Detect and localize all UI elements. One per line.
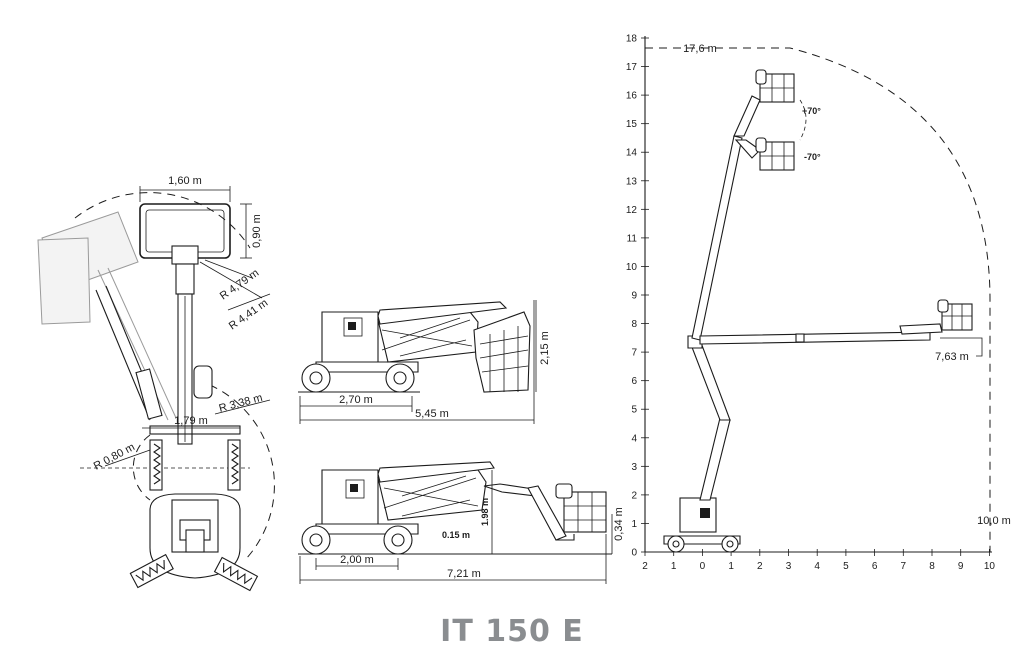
stowed-chassis [321,311,379,363]
x-tick-label: 1 [728,561,734,572]
x-tick-label: 7 [901,561,907,572]
swing-arc-tail [209,384,275,561]
side-wheel [193,365,213,399]
rotated-boom [95,289,151,421]
main-boom-horizontal [699,331,931,345]
x-tick-label: 10 [984,561,996,572]
range-wheel-front [721,535,739,553]
y-tick-label: 3 [631,462,637,473]
x-tick-label: 0 [700,561,706,572]
side-view-stowed: 2,70 m 5,45 m 2,15 m [298,300,551,424]
tyre-left-rear [129,553,174,589]
x-tick-label: 2 [757,561,763,572]
x-tick-label: 5 [843,561,849,572]
swing-arc-inner [132,434,151,501]
y-tick-label: 7 [631,348,637,359]
y-tick-label: 8 [631,319,637,330]
dim-platform-width: 1,60 m [168,175,202,187]
x-tick-label: 4 [814,561,820,572]
side-view-jib: 2,00 m 7,21 m 0.15 m 1.98 m 0,34 m [298,461,625,584]
top-view: 1,60 m 0,90 m R 4,79 m R 4,41 m R 3,38 m… [37,175,275,592]
y-tick-label: 17 [626,62,638,73]
y-tick-label: 2 [631,490,637,501]
model-title: IT 150 E [440,614,584,649]
y-tick-label: 16 [626,91,638,102]
y-tick-label: 15 [626,119,638,130]
y-tick-label: 18 [626,34,638,45]
dim-jib-clearance: 0.15 m [442,530,470,540]
dim-jib-wheelbase: 2,00 m [340,554,374,566]
label-max-height: 17,6 m [683,43,717,55]
stowed-wheel-front [385,363,415,393]
jib-basket [563,491,607,533]
dim-jib-length: 7,21 m [447,568,481,580]
dim-platform-depth: 0,90 m [251,214,263,248]
y-tick-label: 9 [631,291,637,302]
y-tick-label: 4 [631,433,637,444]
y-tick-label: 11 [627,233,638,244]
x-tick-label: 3 [786,561,792,572]
y-tick-label: 6 [631,376,637,387]
jib-wheel-rear [301,525,331,555]
jib-arm [527,485,567,541]
dim-chassis-width: 1,79 m [174,415,208,427]
y-tick-label: 12 [626,205,638,216]
working-envelope [645,47,991,552]
boom-head [175,263,195,295]
x-tick-label: 6 [872,561,878,572]
y-tick-label: 5 [631,405,637,416]
jib-chassis [321,469,379,525]
dim-stowed-wheelbase: 2,70 m [339,394,373,406]
y-tick-label: 0 [631,548,637,559]
range-chassis [679,497,717,533]
jib-up [733,95,761,137]
dim-jib-height: 0,34 m [613,507,625,541]
dim-radius-tail: R 3,38 m [218,392,264,415]
ghost-platform-b [37,237,91,325]
tyre-right-front [227,439,241,491]
dim-radius-outer: R 4,79 m [218,267,261,302]
x-tick-label: 9 [958,561,964,572]
x-tick-label: 2 [642,561,648,572]
y-tick-label: 14 [626,148,638,159]
main-boom-vertical [691,135,743,341]
x-tick-label: 8 [929,561,935,572]
dim-stowed-height: 2,15 m [539,331,551,365]
stowed-basket [473,311,531,393]
dim-jib-mast: 1.98 m [480,498,490,526]
range-wheel-rear [667,535,685,553]
label-outreach-platform: 7,63 m [935,351,969,363]
y-tick-label: 10 [626,262,638,273]
x-tick-label: 1 [671,561,677,572]
jib-wheel-front [383,525,413,555]
tyre-right-rear [213,556,259,592]
stowed-wheel-rear [301,363,331,393]
tyre-left-front [149,439,163,491]
y-tick-label: 1 [631,519,637,530]
label-jib-up: +70° [802,106,821,116]
y-tick-label: 13 [626,176,638,187]
label-jib-down: -70° [804,152,821,162]
swing-arc-outer [74,192,251,249]
dim-stowed-length: 5,45 m [415,408,449,420]
label-max-outreach: 10,0 m [977,515,1011,527]
